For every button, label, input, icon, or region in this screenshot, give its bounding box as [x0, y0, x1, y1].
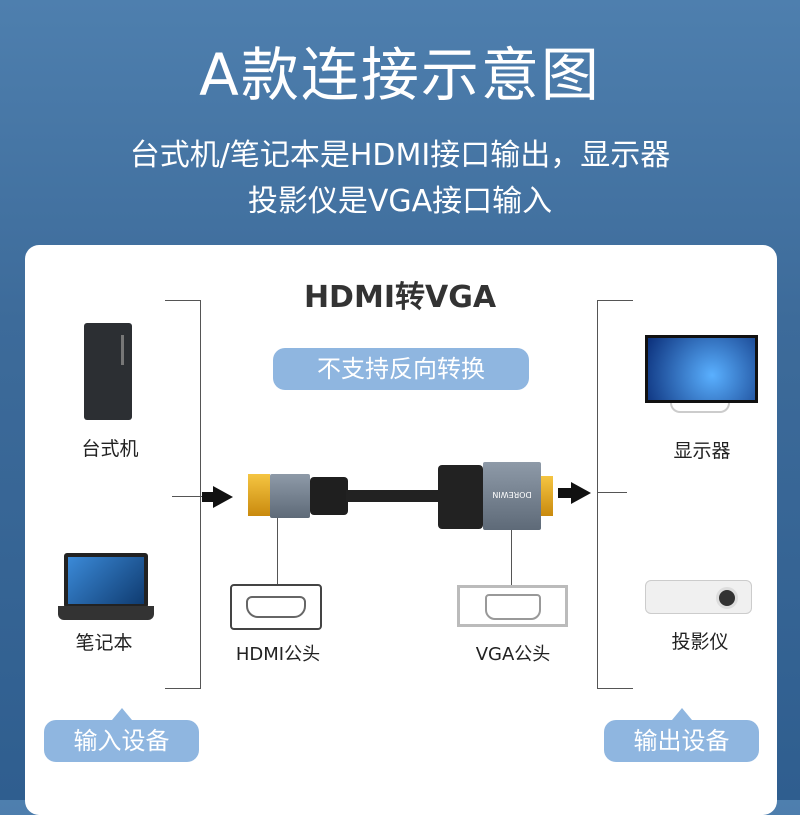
subtitle-line-1: 台式机/笔记本是HDMI接口输出，显示器 — [129, 138, 671, 173]
laptop-icon — [64, 553, 148, 608]
output-bracket — [597, 300, 598, 688]
hdmi-port-icon — [230, 584, 322, 630]
hdmi-label: HDMI公头 — [235, 644, 321, 665]
subtitle-line-2: 投影仪是VGA接口输入 — [247, 184, 553, 219]
output-devices-badge: 输出设备 — [604, 720, 759, 762]
input-bracket — [200, 300, 201, 688]
vga-port-icon — [457, 585, 568, 627]
monitor-icon — [645, 335, 758, 403]
output-arrow-icon — [571, 482, 591, 504]
input-devices-badge: 输入设备 — [44, 720, 199, 762]
cable — [346, 490, 438, 502]
notice-badge: 不支持反向转换 — [273, 348, 529, 390]
desktop-label: 台式机 — [81, 438, 139, 460]
diagram-heading: HDMI转VGA — [303, 280, 497, 315]
desktop-icon — [84, 323, 132, 420]
page-title: A款连接示意图 — [199, 41, 601, 109]
monitor-label: 显示器 — [673, 440, 731, 462]
hdmi-connector — [270, 474, 310, 518]
projector-icon — [645, 580, 752, 614]
input-arrow-icon — [213, 486, 233, 508]
projector-label: 投影仪 — [671, 631, 729, 653]
hdmi-plug-tip — [248, 474, 270, 516]
vga-label: VGA公头 — [475, 644, 551, 665]
laptop-label: 笔记本 — [75, 632, 133, 654]
vga-connector: DOREWIN — [483, 462, 541, 530]
